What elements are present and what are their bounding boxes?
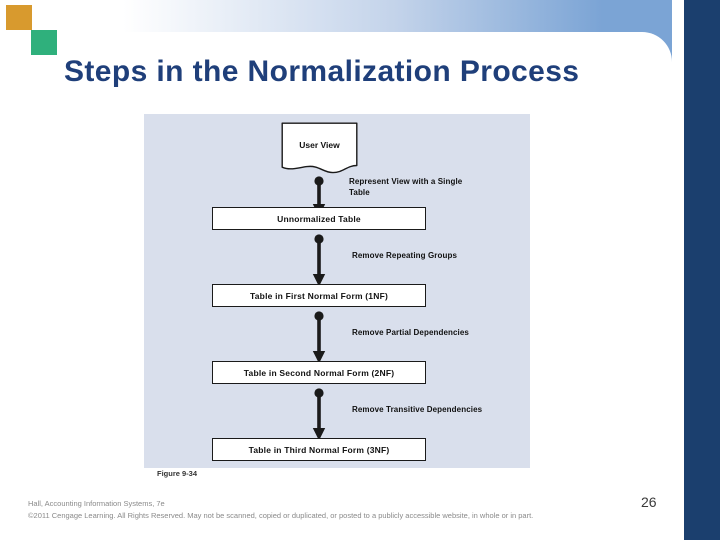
user-view-label: User View [299, 140, 340, 150]
transition-label-1-line2: Table [349, 187, 370, 197]
right-white-gap [672, 0, 684, 540]
page-title: Steps in the Normalization Process [64, 55, 580, 88]
flow-arrow-2 [312, 234, 326, 287]
transition-label-3: Remove Partial Dependencies [352, 328, 527, 339]
green-square [31, 30, 57, 55]
node-unnormalized-table: Unnormalized Table [212, 207, 426, 230]
footer-line-source: Hall, Accounting Information Systems, 7e [28, 499, 165, 508]
footer-line-copyright: ©2011 Cengage Learning. All Rights Reser… [28, 510, 534, 520]
node-third-normal-form: Table in Third Normal Form (3NF) [212, 438, 426, 461]
transition-label-1: Represent View with a Single Table [349, 177, 499, 199]
footer-attribution: Hall, Accounting Information Systems, 7e… [28, 498, 648, 521]
node-second-normal-form: Table in Second Normal Form (2NF) [212, 361, 426, 384]
normalization-flowchart: User View Represent View with a Single T… [144, 114, 530, 468]
transition-label-2-line1: Remove Repeating Groups [352, 251, 457, 260]
node-first-normal-form: Table in First Normal Form (1NF) [212, 284, 426, 307]
transition-label-1-line1: Represent View with a Single [349, 177, 463, 186]
flow-arrow-3 [312, 311, 326, 364]
transition-label-2: Remove Repeating Groups [352, 251, 517, 262]
user-view-document-shape [281, 122, 358, 174]
transition-label-3-line1: Remove Partial Dependencies [352, 328, 469, 337]
flow-arrow-4 [312, 388, 326, 441]
right-navy-bar [684, 0, 720, 540]
figure-caption: Figure 9-34 [157, 469, 198, 478]
transition-label-4-line1: Remove Transitive Dependencies [352, 405, 483, 414]
top-gradient-band [0, 0, 684, 33]
transition-label-4: Remove Transitive Dependencies [352, 405, 537, 416]
page-number: 26 [641, 494, 657, 510]
orange-square [6, 5, 32, 30]
